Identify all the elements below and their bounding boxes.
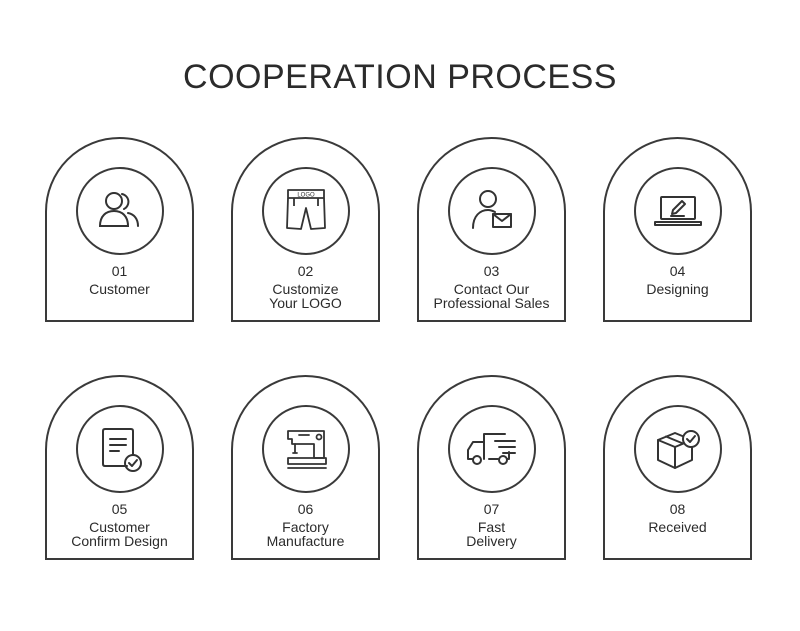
page-title: COOPERATION PROCESS xyxy=(183,58,617,96)
icon-circle xyxy=(261,405,350,493)
users-icon xyxy=(98,192,139,227)
icon-circle xyxy=(75,167,164,255)
step-card-04: 04 Designing xyxy=(603,137,752,322)
step-card-06: 06 Factory Manufacture xyxy=(231,375,380,560)
step-number: 02 xyxy=(297,263,314,279)
step-label: Designing xyxy=(646,281,709,297)
person-mail-icon xyxy=(471,190,512,229)
step-card-03: 03 Contact Our Professional Sales xyxy=(417,137,566,322)
step-card-05: 05 Customer Confirm Design xyxy=(45,375,194,560)
shorts-logo-icon: LOGO xyxy=(285,189,326,230)
step-number: 04 xyxy=(669,263,686,279)
step-number: 06 xyxy=(297,501,314,517)
step-number: 03 xyxy=(483,263,500,279)
delivery-truck-icon xyxy=(466,433,516,465)
step-label: Fast Delivery xyxy=(466,519,517,549)
box-check-icon xyxy=(656,430,700,469)
step-number: 08 xyxy=(669,501,686,517)
step-card-07: 07 Fast Delivery xyxy=(417,375,566,560)
step-card-02: LOGO 02 Customize Your LOGO xyxy=(231,137,380,322)
icon-circle: LOGO xyxy=(261,167,350,255)
step-card-01: 01 Customer xyxy=(45,137,194,322)
step-number: 01 xyxy=(111,263,128,279)
icon-circle xyxy=(633,405,722,493)
step-number: 05 xyxy=(111,501,128,517)
step-label: Factory Manufacture xyxy=(266,519,345,549)
svg-text:LOGO: LOGO xyxy=(297,193,315,199)
step-label: Customer xyxy=(89,281,150,297)
icon-circle xyxy=(447,167,536,255)
step-label: Contact Our Professional Sales xyxy=(433,281,550,311)
step-label: Customize Your LOGO xyxy=(269,281,342,311)
step-card-08: 08 Received xyxy=(603,375,752,560)
step-label: Customer Confirm Design xyxy=(71,519,168,549)
step-label: Received xyxy=(648,519,707,535)
laptop-pen-icon xyxy=(653,196,702,226)
step-number: 07 xyxy=(483,501,500,517)
document-check-icon xyxy=(101,428,142,472)
icon-circle xyxy=(75,405,164,493)
icon-circle xyxy=(633,167,722,255)
icon-circle xyxy=(447,405,536,493)
sewing-machine-icon xyxy=(286,430,327,469)
